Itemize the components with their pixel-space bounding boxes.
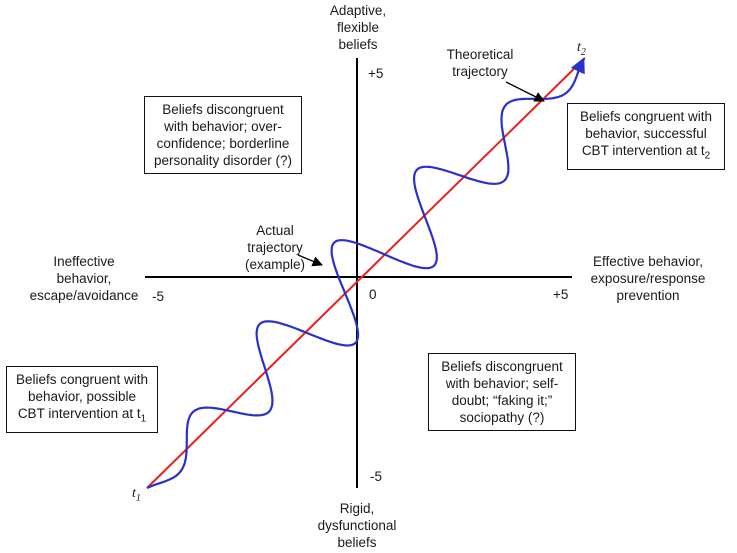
- t1-label: t1: [132, 486, 141, 504]
- box-top-left: Beliefs discongruent with behavior; over…: [144, 96, 302, 174]
- bottom-axis-label: Rigid, dysfunctional beliefs: [317, 501, 397, 550]
- left-axis-label: Ineffective behavior, escape/avoidance: [29, 254, 139, 303]
- box-top-right: Beliefs congruent with behavior, success…: [567, 103, 725, 170]
- box-bottom-right: Beliefs discongruent with behavior; self…: [428, 353, 576, 431]
- theoretical-trajectory-label: Theoretical trajectory: [446, 47, 514, 79]
- tick-x-max: +5: [553, 287, 569, 302]
- theoretical-trajectory-line: [146, 57, 586, 489]
- tick-x-min: -5: [152, 289, 165, 304]
- right-axis-label: Effective behavior, exposure/response pr…: [590, 254, 706, 303]
- tick-y-max: +5: [368, 66, 384, 81]
- top-axis-label: Adaptive, flexible beliefs: [329, 3, 387, 52]
- tick-origin: 0: [369, 287, 377, 302]
- box-bottom-left: Beliefs congruent with behavior, possibl…: [6, 366, 158, 433]
- actual-trajectory-label: Actual trajectory (example): [244, 223, 306, 272]
- tick-y-min: -5: [370, 469, 383, 484]
- t2-label: t2: [577, 40, 586, 58]
- actual-trajectory-curve: [146, 57, 585, 489]
- theoretical-arrow: [505, 81, 545, 102]
- actual-arrow: [297, 254, 323, 267]
